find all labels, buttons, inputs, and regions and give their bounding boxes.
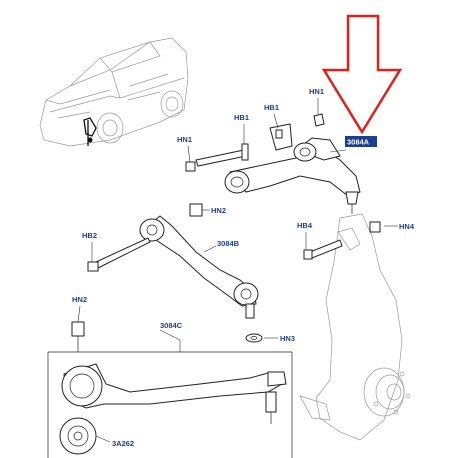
callout-hb1-mid: HB1 xyxy=(264,103,279,112)
callout-hb4: HB4 xyxy=(297,221,313,230)
callout-3084b: 3084B xyxy=(217,239,240,248)
steering-knuckle xyxy=(299,213,411,441)
callout-3a262: 3A262 xyxy=(112,439,134,448)
hn3-washer xyxy=(245,333,263,343)
lower-arm-3084b xyxy=(87,203,259,319)
upper-control-arm xyxy=(224,137,361,214)
vehicle-thumbnail xyxy=(39,37,189,147)
callout-hb1-left: HB1 xyxy=(234,113,249,122)
callout-3084c: 3084C xyxy=(160,321,183,330)
selected-part-badge[interactable]: 3084A xyxy=(345,136,377,147)
inset-box xyxy=(47,351,293,458)
upper-fasteners xyxy=(185,113,325,172)
callout-hn2-low: HN2 xyxy=(72,295,87,304)
down-arrow-icon xyxy=(321,14,403,135)
bushing-3a262 xyxy=(59,417,97,455)
callout-3084a[interactable]: 3084A xyxy=(347,138,370,147)
lower-arm-3084c xyxy=(61,321,287,424)
callout-hn4: HN4 xyxy=(399,222,415,231)
callout-hb2: HB2 xyxy=(82,231,97,240)
callout-hn3: HN3 xyxy=(280,334,295,343)
callout-hn1-left: HN1 xyxy=(177,135,192,144)
callout-hn1-top: HN1 xyxy=(309,87,324,96)
hb4-hn4-fasteners xyxy=(303,221,381,260)
leader-lines xyxy=(77,98,398,443)
callout-hn2-mid: HN2 xyxy=(211,206,226,215)
